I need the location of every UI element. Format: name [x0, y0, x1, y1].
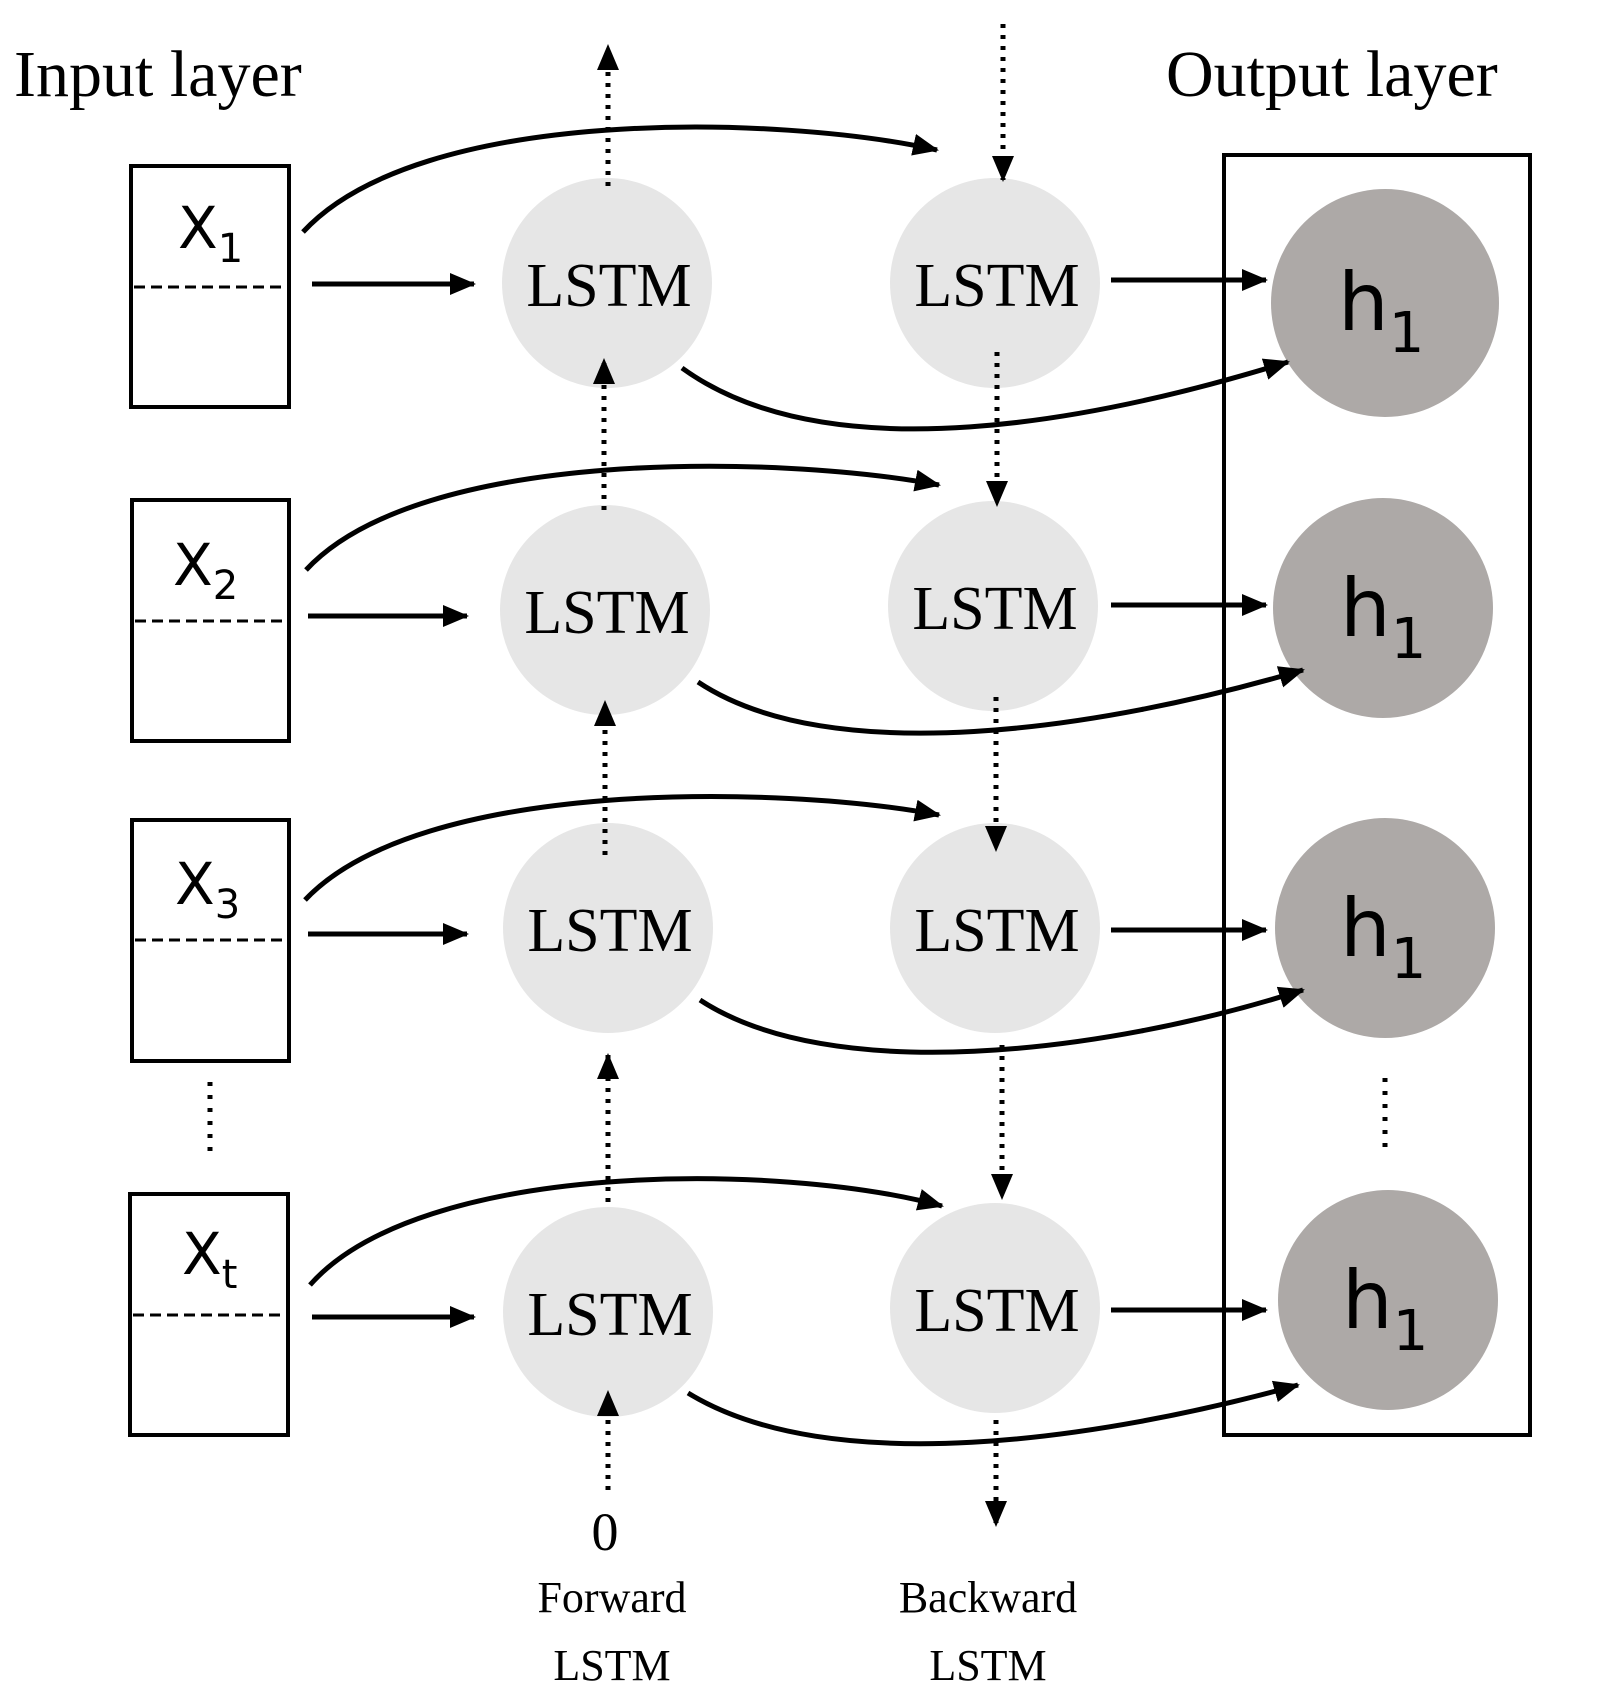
input-sub-2: 2: [213, 563, 238, 609]
curve-inputt-backwardt: [308, 1176, 944, 1287]
svg-text:X2: X2: [173, 531, 238, 609]
svg-text:h1: h1: [1338, 256, 1424, 366]
input-sub-1: 1: [218, 226, 243, 272]
output-layer-title: Output layer: [1166, 38, 1498, 111]
forward-lstm-label-2: LSTM: [524, 579, 689, 647]
backward-lstm-label-3: LSTM: [914, 897, 1079, 965]
input-box-t: Xt: [128, 1192, 290, 1437]
backward-lstm-t: LSTM: [890, 1203, 1100, 1413]
backward-lstm-1: LSTM: [890, 178, 1100, 388]
svg-text:h1: h1: [1340, 882, 1426, 992]
output-sub-2: 1: [1391, 607, 1427, 672]
output-node-2: h1: [1273, 498, 1493, 718]
forward-lstm-label-t: LSTM: [527, 1281, 692, 1349]
output-node-1: h1: [1271, 189, 1499, 417]
forward-lstm-label-1: LSTM: [526, 252, 691, 320]
output-sub-t: 1: [1393, 1299, 1429, 1364]
backward-lstm-3: LSTM: [890, 823, 1100, 1033]
svg-text:h1: h1: [1340, 562, 1426, 672]
backward-lstm-2: LSTM: [888, 501, 1098, 711]
curve-forward2-output2: [696, 666, 1305, 736]
backward-lstm-label-2: LSTM: [912, 575, 1077, 643]
backward-lstm-caption-line2: LSTM: [929, 1641, 1046, 1690]
input-label-3: X: [175, 850, 215, 918]
forward-lstm-2: LSTM: [500, 505, 710, 715]
output-label-1: h: [1338, 256, 1389, 349]
svg-text:Xt: Xt: [182, 1220, 237, 1298]
input-box-1: X1: [129, 164, 291, 409]
curve-input3-backward3: [303, 794, 941, 902]
output-label-t: h: [1342, 1254, 1393, 1347]
backward-lstm-label-t: LSTM: [914, 1277, 1079, 1345]
backward-lstm-caption-line1: Backward: [899, 1573, 1077, 1622]
zero-initial-state: 0: [592, 1502, 619, 1562]
curve-forward1-output1: [680, 358, 1290, 432]
backward-lstm-label-1: LSTM: [914, 252, 1079, 320]
output-label-3: h: [1340, 882, 1391, 975]
input-label-1: X: [178, 194, 218, 262]
input-box-2: X2: [130, 498, 291, 743]
output-sub-1: 1: [1389, 301, 1425, 366]
input-label-2: X: [173, 531, 213, 599]
input-sub-3: 3: [215, 882, 240, 928]
input-sub-t: t: [222, 1252, 238, 1298]
curve-input2-backward2: [304, 463, 941, 572]
forward-lstm-caption-line1: Forward: [537, 1573, 686, 1622]
svg-text:X1: X1: [178, 194, 243, 272]
forward-lstm-1: LSTM: [502, 178, 712, 388]
forward-lstm-t: LSTM: [503, 1207, 713, 1417]
input-label-t: X: [182, 1220, 222, 1288]
forward-lstm-3: LSTM: [503, 823, 713, 1033]
svg-text:h1: h1: [1342, 1254, 1428, 1364]
svg-text:X3: X3: [175, 850, 240, 928]
input-layer-title: Input layer: [14, 38, 302, 111]
curve-forwardt-outputt: [686, 1380, 1300, 1447]
forward-lstm-caption-line2: LSTM: [553, 1641, 670, 1690]
curve-forward3-output3: [698, 986, 1305, 1055]
output-node-t: h1: [1278, 1190, 1498, 1410]
output-label-2: h: [1340, 562, 1391, 655]
output-sub-3: 1: [1391, 927, 1427, 992]
curve-input1-backward1: [301, 124, 939, 234]
forward-lstm-label-3: LSTM: [527, 897, 692, 965]
output-node-3: h1: [1275, 818, 1495, 1038]
input-box-3: X3: [130, 818, 291, 1063]
output-layer-frame: [1222, 153, 1532, 1437]
